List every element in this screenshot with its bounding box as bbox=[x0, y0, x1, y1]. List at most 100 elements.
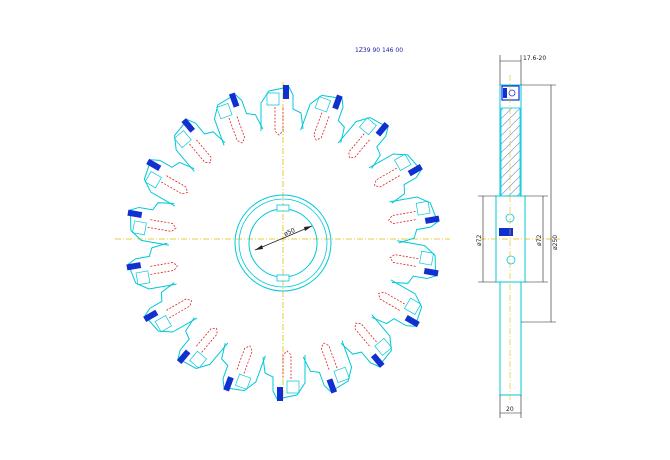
insert bbox=[277, 387, 283, 401]
screw bbox=[147, 218, 177, 232]
tooth bbox=[368, 153, 423, 204]
tooth-outline bbox=[177, 317, 229, 369]
tooth-outline bbox=[371, 279, 423, 327]
keyway-bottom bbox=[276, 274, 290, 282]
side-insert-top-fill bbox=[503, 88, 507, 98]
screw bbox=[354, 322, 377, 348]
side-view: 17.6-20 20 ø72 ø72 ø250 bbox=[476, 55, 560, 418]
dim-outer-label: ø250 bbox=[552, 235, 559, 250]
insert bbox=[407, 164, 423, 177]
dim-top-label: 17.6-20 bbox=[523, 55, 546, 62]
tooth-pocket bbox=[286, 380, 300, 394]
insert bbox=[143, 309, 159, 322]
tooth-pocket bbox=[135, 270, 151, 286]
tooth-outline bbox=[368, 153, 422, 204]
tooth-pocket bbox=[404, 297, 422, 316]
tooth bbox=[262, 350, 306, 401]
insert bbox=[146, 158, 162, 171]
tooth bbox=[213, 92, 264, 146]
tooth bbox=[340, 314, 393, 368]
insert bbox=[332, 94, 343, 110]
tooth-outline bbox=[213, 93, 264, 146]
bore-dimension-label: ø50 bbox=[283, 227, 296, 238]
part-number: 1Z39 90 146 00 bbox=[355, 47, 403, 54]
dim-hub-right-label: ø72 bbox=[536, 235, 543, 246]
tooth-outline bbox=[389, 196, 439, 244]
tooth-outline bbox=[391, 240, 437, 284]
tooth-pocket bbox=[415, 200, 431, 216]
screw bbox=[274, 107, 284, 136]
screw bbox=[282, 350, 292, 379]
tooth bbox=[127, 202, 177, 246]
screw bbox=[320, 342, 338, 371]
tooth-pocket bbox=[154, 314, 172, 333]
tooth bbox=[371, 279, 423, 328]
screw bbox=[236, 345, 253, 374]
side-screw-low bbox=[506, 255, 516, 265]
tooth bbox=[302, 340, 353, 394]
screw bbox=[148, 262, 178, 275]
insert bbox=[283, 85, 289, 99]
tooth-pocket bbox=[235, 373, 252, 390]
tooth-pocket bbox=[419, 250, 434, 266]
side-hatch bbox=[500, 107, 521, 197]
tooth-outline bbox=[302, 340, 353, 393]
tooth bbox=[173, 118, 226, 172]
insert bbox=[126, 262, 142, 271]
tooth-pocket bbox=[189, 350, 208, 369]
screw bbox=[195, 327, 218, 353]
insert bbox=[176, 349, 191, 365]
tooth-pocket bbox=[144, 170, 162, 189]
tooth-outline bbox=[174, 119, 226, 172]
insert bbox=[375, 121, 390, 137]
tooth-pocket bbox=[394, 153, 412, 172]
tooth bbox=[260, 85, 304, 136]
tooth-outline bbox=[129, 202, 175, 246]
side-insert-mid bbox=[499, 228, 513, 236]
tooth-outline bbox=[143, 159, 195, 207]
tooth bbox=[221, 343, 266, 392]
insert bbox=[404, 315, 420, 328]
tooth-pocket bbox=[374, 337, 393, 356]
tooth-outline bbox=[300, 94, 345, 143]
tooth bbox=[143, 282, 198, 333]
bore-dimension-line bbox=[254, 225, 313, 251]
tooth-outline bbox=[127, 242, 177, 290]
keyway-top bbox=[276, 204, 290, 212]
tooth bbox=[388, 196, 440, 244]
screw bbox=[388, 211, 418, 224]
screw bbox=[378, 291, 405, 312]
tooth-pocket bbox=[132, 220, 147, 236]
bore-arrow-b bbox=[304, 226, 312, 231]
tooth-pocket bbox=[216, 102, 233, 120]
dim-bottom-label: 20 bbox=[506, 406, 514, 413]
tooth bbox=[300, 94, 345, 143]
screw bbox=[313, 112, 330, 141]
dim-hub-left-label: ø72 bbox=[476, 235, 483, 246]
tooth-pocket bbox=[358, 117, 377, 136]
insert bbox=[228, 92, 240, 108]
hub-inner-circle bbox=[238, 198, 328, 288]
tooth-pocket bbox=[333, 366, 350, 384]
tooth-outline bbox=[262, 355, 306, 400]
insert bbox=[223, 376, 234, 392]
screw bbox=[161, 174, 188, 195]
screw bbox=[165, 298, 192, 319]
insert bbox=[370, 353, 385, 368]
tooth-outline bbox=[337, 117, 389, 169]
screw bbox=[348, 133, 371, 159]
tooth bbox=[176, 317, 229, 369]
side-insert-top-screw bbox=[508, 89, 516, 97]
tooth bbox=[143, 158, 195, 207]
tooth-pocket bbox=[314, 96, 331, 113]
insert bbox=[127, 209, 143, 218]
bore-arrow-a bbox=[255, 245, 263, 250]
tooth-pocket bbox=[173, 130, 192, 149]
teeth-ring bbox=[126, 85, 440, 401]
insert bbox=[181, 118, 196, 133]
insert bbox=[326, 378, 338, 394]
tooth bbox=[337, 117, 390, 169]
tooth-outline bbox=[144, 282, 198, 333]
screw bbox=[228, 115, 246, 144]
